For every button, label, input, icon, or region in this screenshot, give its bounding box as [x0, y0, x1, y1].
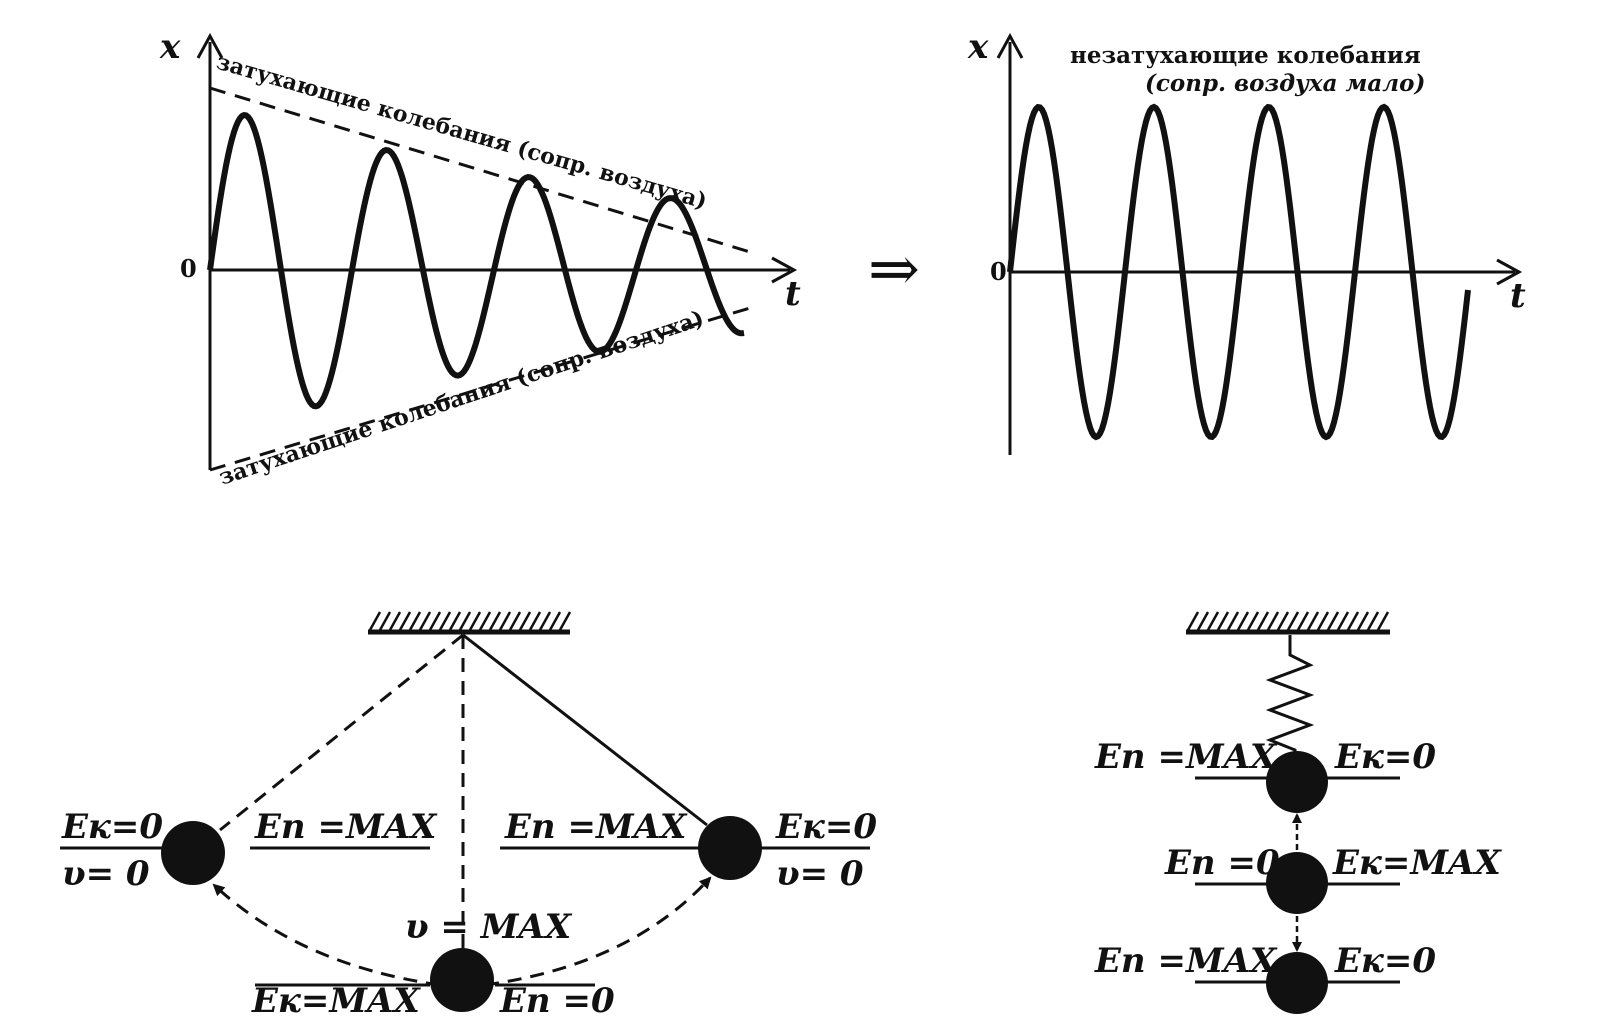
pendulum-bottom-ek: Eк=MAX [251, 981, 421, 1021]
spring-middle-ek: Eк=MAX [1332, 843, 1502, 883]
hatch-line [378, 611, 392, 631]
pendulum-swing-arc-right [484, 876, 712, 987]
undamped-subtitle: (сопр. воздуха мало) [1145, 70, 1425, 97]
pendulum-right-v: υ= 0 [776, 854, 864, 894]
hatch-line [438, 611, 452, 631]
pendulum-swing-arc-left [212, 883, 441, 987]
undamped-oscillation-graph: x t 0 незатухающие колебания (сопр. возд… [967, 27, 1526, 455]
hatch-line [1186, 611, 1200, 631]
damped-origin-label: 0 [180, 254, 197, 283]
pendulum-left-ek: Eк=0 [61, 807, 163, 847]
pendulum-left-v: υ= 0 [62, 854, 150, 894]
pendulum-ceiling [368, 611, 572, 635]
hatch-line [1346, 611, 1360, 631]
hatch-line [1226, 611, 1240, 631]
spring-bottom-ek: Eк=0 [1334, 941, 1436, 981]
hatch-line [1296, 611, 1310, 631]
hatch-line [558, 611, 572, 631]
damped-envelope-label-top: затухающие колебания (сопр. воздуха) [213, 49, 710, 215]
damped-envelope-top [209, 86, 751, 254]
undamped-x-axis-arrow [1496, 258, 1523, 286]
damped-wave-curve [207, 111, 745, 410]
pendulum-string-left [219, 633, 464, 832]
pendulum-bob-left [161, 821, 225, 885]
undamped-x-axis-label: t [1510, 276, 1526, 316]
hatch-line [468, 611, 482, 631]
pendulum-diagram: Eк=0 υ= 0 Eп =MAX Eп =MAX Eк=0 υ= 0 υ = … [60, 611, 877, 1021]
spring-bottom-ep: Eп =MAX [1094, 941, 1278, 981]
hatch-line [1206, 611, 1220, 631]
pendulum-bottom-ep: Eп =0 [499, 981, 615, 1021]
hatch-line [1246, 611, 1260, 631]
spring-coil [1265, 635, 1315, 762]
spring-top-ep: Eп =MAX [1094, 737, 1278, 777]
hatch-line [538, 611, 552, 631]
undamped-wave-curve [1007, 103, 1471, 441]
hatch-line [1316, 611, 1330, 631]
damped-envelope-bottom [209, 306, 751, 472]
pendulum-right-ep: Eп =MAX [504, 807, 688, 847]
spring-diagram: Eп =MAX Eк=0 Eп =0 Eк=MAX Eп =MAX Eк=0 [1094, 611, 1502, 1014]
damped-x-axis-label: t [785, 274, 801, 314]
spring-top-ek: Eк=0 [1334, 737, 1436, 777]
hatch-line [498, 611, 512, 631]
hatch-line [528, 611, 542, 631]
hatch-line [1286, 611, 1300, 631]
hatch-line [1266, 611, 1280, 631]
hatch-line [488, 611, 502, 631]
damped-x-axis-arrow [771, 256, 798, 284]
hatch-line [478, 611, 492, 631]
hatch-line [518, 611, 532, 631]
hatch-line [368, 611, 382, 631]
hatch-line [1256, 611, 1270, 631]
hatch-line [1196, 611, 1210, 631]
pendulum-string-right [462, 633, 708, 827]
hatch-line [548, 611, 562, 631]
hatch-line [1216, 611, 1230, 631]
damped-y-axis-label: x [159, 27, 181, 67]
hatch-line [458, 611, 472, 631]
hatch-line [1276, 611, 1290, 631]
pendulum-bottom-v: υ = MAX [405, 907, 573, 947]
hatch-line [1376, 611, 1390, 631]
spring-ball-top [1266, 751, 1328, 813]
hatch-line [1326, 611, 1340, 631]
hatch-line [398, 611, 412, 631]
pendulum-bob-right [698, 816, 762, 880]
pendulum-bob-bottom [430, 948, 494, 1012]
hatch-line [1356, 611, 1370, 631]
hatch-line [388, 611, 402, 631]
undamped-title: незатухающие колебания [1070, 42, 1421, 69]
hatch-line [418, 611, 432, 631]
pendulum-left-ep: Eп =MAX [254, 807, 438, 847]
spring-middle-ep: Eп =0 [1164, 843, 1280, 883]
hatch-line [1306, 611, 1320, 631]
undamped-y-axis-arrow [996, 32, 1024, 59]
undamped-y-axis-label: x [967, 27, 989, 67]
hatch-line [1366, 611, 1380, 631]
undamped-origin-label: 0 [990, 257, 1007, 286]
pendulum-right-ek: Eк=0 [775, 807, 877, 847]
damped-y-axis-arrow [196, 32, 224, 59]
spring-ceiling [1186, 611, 1390, 635]
damped-oscillation-graph: x t 0 затухающие колебания (сопр. воздух… [159, 27, 801, 491]
hatch-line [1336, 611, 1350, 631]
implies-arrow: ⇒ [868, 232, 920, 305]
hatch-line [428, 611, 442, 631]
hatch-line [408, 611, 422, 631]
hatch-line [448, 611, 462, 631]
hatch-line [508, 611, 522, 631]
hatch-line [1236, 611, 1250, 631]
